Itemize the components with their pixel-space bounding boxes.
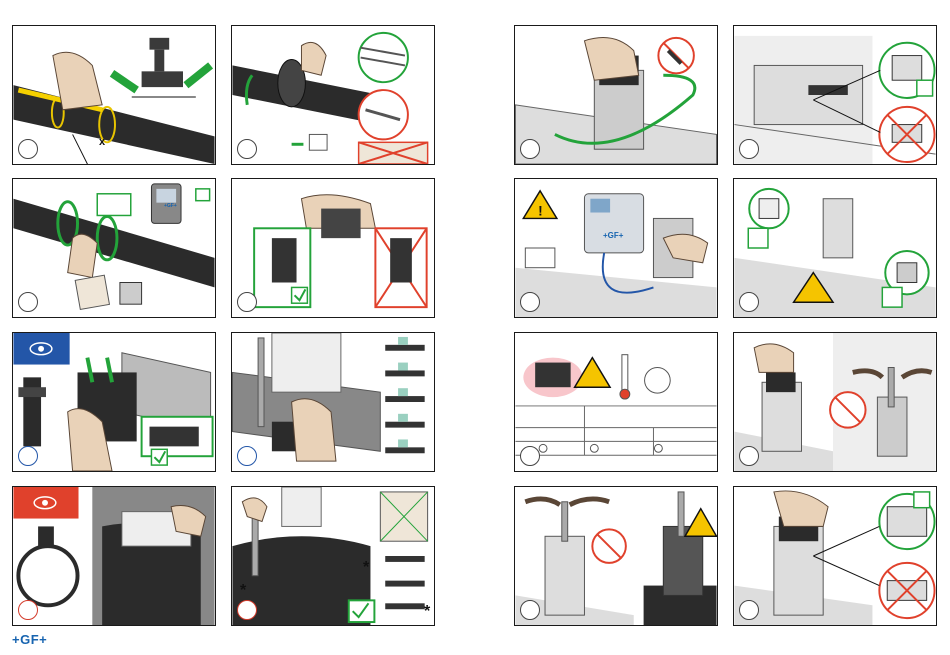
step-panel-7 — [12, 486, 216, 626]
device-brand-label: +GF+ — [164, 203, 177, 209]
step-panel-2 — [231, 25, 435, 165]
step-panel-13 — [514, 332, 718, 472]
step-number-circle — [237, 292, 257, 312]
step-panel-8: * * * — [231, 486, 435, 626]
marker-asterisk: * — [240, 582, 246, 600]
step-number-circle — [739, 292, 759, 312]
step-panel-4 — [231, 178, 435, 318]
step-number-circle — [739, 139, 759, 159]
step-panel-1: x — [12, 25, 216, 165]
step-panel-6 — [231, 332, 435, 472]
dimension-label: x — [99, 136, 105, 148]
step-panel-5 — [12, 332, 216, 472]
step-panel-15 — [514, 486, 718, 626]
step-number-circle — [237, 600, 257, 620]
step-number-circle — [520, 292, 540, 312]
step-number-circle — [237, 139, 257, 159]
step-number-circle — [520, 446, 540, 466]
step-panel-12 — [733, 178, 937, 318]
step-panel-9 — [514, 25, 718, 165]
step-panel-14 — [733, 332, 937, 472]
step-number-circle — [18, 139, 38, 159]
device-brand-label: +GF+ — [603, 231, 623, 240]
step-number-circle — [520, 139, 540, 159]
step-number-circle — [739, 446, 759, 466]
svg-text:!: ! — [538, 203, 543, 218]
step-number-circle — [18, 292, 38, 312]
step-number-circle — [18, 600, 38, 620]
step-number-circle — [237, 446, 257, 466]
marker-asterisk: * — [424, 603, 430, 621]
step-panel-3: +GF+ — [12, 178, 216, 318]
step-panel-11: ! +GF+ — [514, 178, 718, 318]
step-number-circle — [739, 600, 759, 620]
step-number-circle — [18, 446, 38, 466]
step-panel-16 — [733, 486, 937, 626]
marker-asterisk: * — [363, 559, 369, 577]
step-panel-10 — [733, 25, 937, 165]
gf-logo: +GF+ — [12, 632, 47, 647]
step-number-circle — [520, 600, 540, 620]
